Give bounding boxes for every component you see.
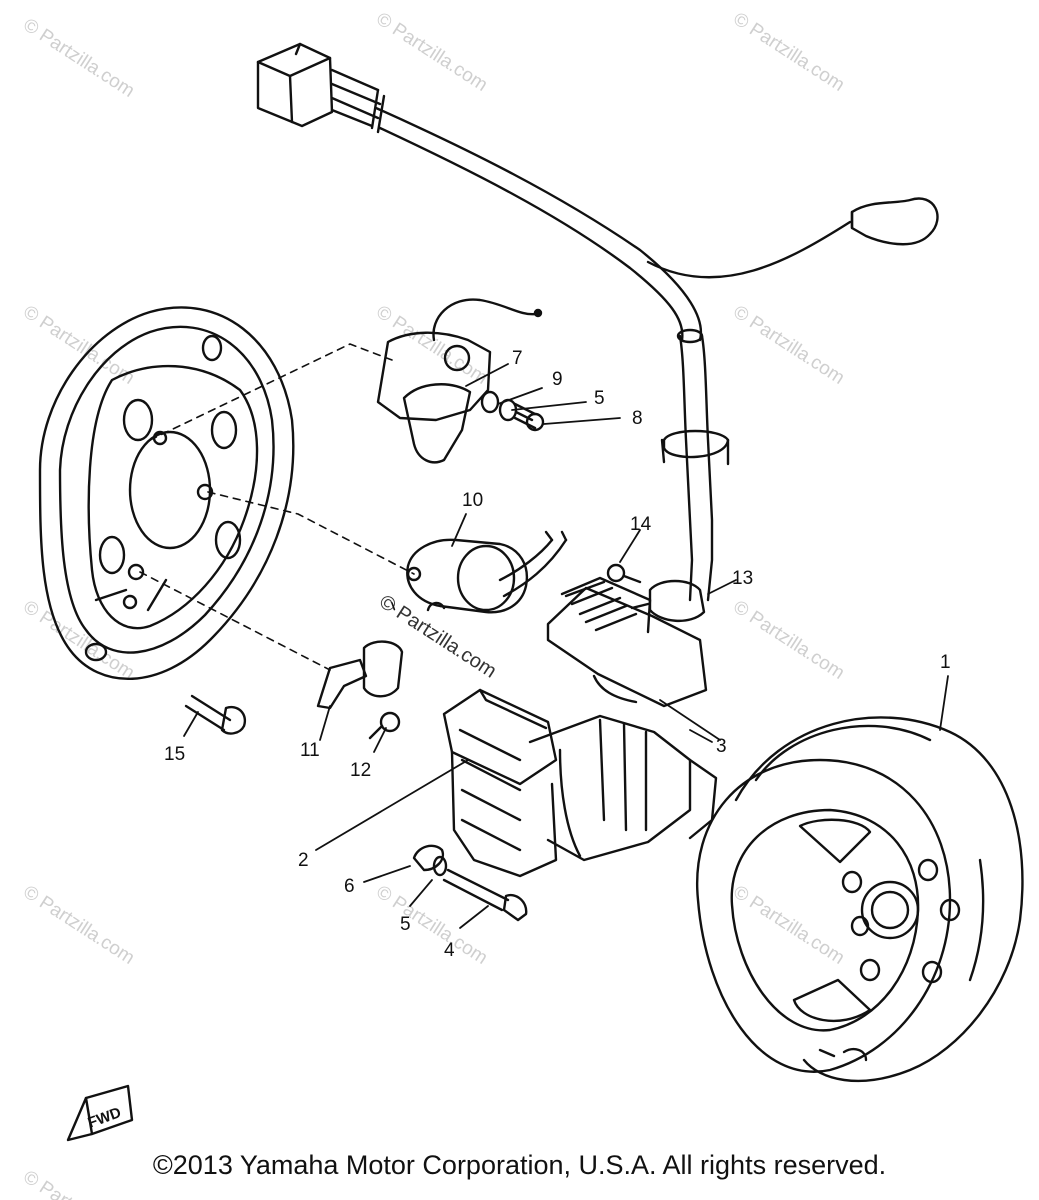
cord-clamp <box>630 579 706 623</box>
contact-breaker <box>376 298 543 464</box>
screw-15 <box>184 694 247 735</box>
callout-15[interactable]: 15 <box>164 744 185 765</box>
watermark: © Partzilla.com <box>19 882 138 969</box>
watermark: © Partzilla.com <box>19 597 138 684</box>
watermark: © Partzilla.com <box>729 302 848 389</box>
callout-12[interactable]: 12 <box>350 760 371 781</box>
callout-2[interactable]: 2 <box>298 850 309 871</box>
wire-harness-connector <box>256 42 703 342</box>
callout-8[interactable]: 8 <box>632 408 643 429</box>
fwd-arrow-marker <box>66 1084 134 1142</box>
callout-leaders <box>183 363 949 929</box>
lighting-coil <box>546 576 708 708</box>
callout-3[interactable]: 3 <box>716 736 727 757</box>
mounting-bracket <box>316 640 404 740</box>
breaker-fasteners <box>480 390 545 432</box>
callout-5[interactable]: 5 <box>594 388 605 409</box>
watermark: © Partzilla.com <box>729 882 848 969</box>
reference-lines <box>139 343 415 671</box>
watermark: © Partzilla.com <box>729 9 848 96</box>
watermark: © Partzilla.com <box>372 9 491 96</box>
callout-5[interactable]: 5 <box>400 914 411 935</box>
callout-14[interactable]: 14 <box>630 514 652 535</box>
ignition-coil-cable <box>660 328 730 602</box>
fwd-label: FWD <box>86 1104 124 1132</box>
callout-9[interactable]: 9 <box>552 369 563 390</box>
coil-fasteners <box>412 844 528 922</box>
watermark: © Partzilla.com <box>372 302 491 389</box>
callout-7[interactable]: 7 <box>512 348 523 369</box>
condenser <box>406 530 568 614</box>
callout-4[interactable]: 4 <box>444 940 455 961</box>
callout-10[interactable]: 10 <box>462 490 483 511</box>
screw-14 <box>606 563 642 584</box>
flywheel-rotor <box>695 716 1024 1083</box>
callout-13[interactable]: 13 <box>732 568 753 589</box>
callout-6[interactable]: 6 <box>344 876 355 897</box>
callout-1[interactable]: 1 <box>940 652 951 673</box>
callout-numbers: 1 2 3 4 5 5 6 7 8 9 10 11 12 13 14 15 <box>164 348 951 961</box>
spark-plug-lead <box>646 197 939 279</box>
watermark: © Partzilla.com <box>729 597 848 684</box>
charge-coil <box>442 688 718 878</box>
callout-11[interactable]: 11 <box>300 740 320 761</box>
copyright-notice: ©2013 Yamaha Motor Corporation, U.S.A. A… <box>152 1150 887 1180</box>
stator-base-plate <box>38 306 295 680</box>
watermark: © Partzilla.com <box>19 15 138 102</box>
